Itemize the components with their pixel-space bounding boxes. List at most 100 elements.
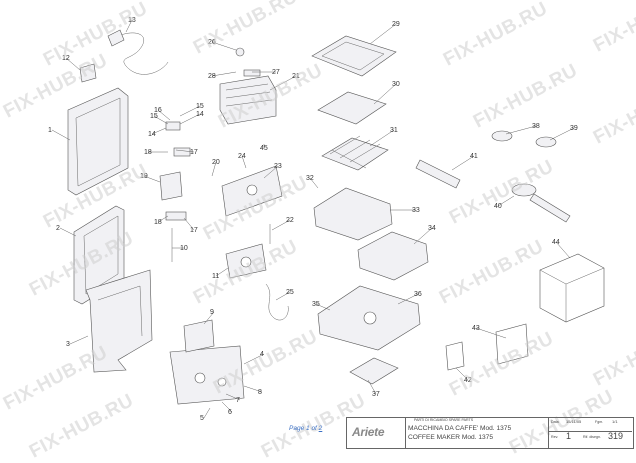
- leader-line-19: [143, 175, 161, 183]
- part-number-39: 39: [570, 125, 578, 132]
- leader-line-44: [555, 241, 571, 259]
- part-number-21: 21: [292, 73, 300, 80]
- part-number-9: 9: [210, 309, 214, 316]
- leader-line-30: [373, 83, 397, 105]
- brand-logo: Ariete: [352, 425, 385, 439]
- part-number-36: 36: [414, 291, 422, 298]
- pager-total[interactable]: 2: [318, 425, 323, 432]
- leader-line-6: [221, 401, 233, 413]
- part-number-17: 17: [190, 149, 198, 156]
- title-block-header: PARTI DI RICAMBIO SPARE PARTS: [414, 418, 474, 422]
- part-number-14: 14: [196, 111, 204, 118]
- part-number-6: 6: [228, 409, 232, 416]
- leader-line-24: [241, 155, 247, 169]
- leader-line-17: [175, 149, 195, 153]
- part-41-tamper: [415, 159, 461, 189]
- part-number-22: 22: [286, 217, 294, 224]
- part-42-manual: [445, 341, 465, 371]
- part-19-pump: [159, 171, 183, 201]
- leader-line-36: [397, 293, 419, 305]
- part-number-35: 35: [312, 301, 320, 308]
- part-number-20: 20: [212, 159, 220, 166]
- part-number-38: 38: [532, 123, 540, 130]
- title-it: MACCHINA DA CAFFE' Mod. 1375: [408, 425, 512, 432]
- date-value: 15/11/05: [566, 419, 582, 424]
- leader-line-20: [211, 161, 217, 177]
- leader-line-5: [203, 407, 211, 419]
- part-40-portafilter: [511, 183, 571, 223]
- sheet-label: Fgm.: [595, 420, 604, 424]
- part-number-16: 16: [154, 107, 162, 114]
- part-33-drip-tray: [313, 187, 393, 241]
- leader-line-1: [51, 129, 71, 141]
- leader-line-25: [275, 291, 291, 301]
- part-4-housing: [169, 345, 245, 405]
- leader-line-41: [451, 155, 475, 171]
- part-number-4: 4: [260, 351, 264, 358]
- part-25-wire: [265, 283, 289, 321]
- leader-line-35: [315, 303, 331, 311]
- part-30-tray: [317, 91, 387, 125]
- leader-line-21: [269, 75, 297, 91]
- leader-line-28: [211, 71, 237, 77]
- part-36-base: [317, 285, 421, 351]
- part-21-boiler: [219, 75, 277, 125]
- leader-line-34: [413, 227, 433, 245]
- part-number-18: 18: [144, 149, 152, 156]
- part-number-15: 15: [150, 113, 158, 120]
- part-number-30: 30: [392, 81, 400, 88]
- part-number-19: 19: [140, 173, 148, 180]
- part-number-24: 24: [238, 153, 246, 160]
- ref-label: Rif. disegn.: [583, 435, 601, 439]
- leader-line-15: [179, 105, 201, 117]
- leader-line-37: [367, 379, 377, 395]
- ref-value: 319: [608, 431, 624, 441]
- pager-prefix: Page: [289, 425, 305, 432]
- part-number-25: 25: [286, 289, 294, 296]
- part-number-31: 31: [390, 127, 398, 134]
- title-en: COFFEE MAKER Mod. 1375: [408, 434, 494, 441]
- part-number-40: 40: [494, 203, 502, 210]
- leader-line-14: [179, 113, 201, 125]
- part-44-box: [539, 253, 605, 323]
- parts-26-28-cluster: [235, 47, 261, 77]
- part-number-10: 10: [180, 245, 188, 252]
- part-29-lid: [311, 35, 397, 77]
- leader-line-42: [455, 367, 469, 381]
- leader-line-9: [203, 311, 215, 325]
- leader-line-16: [157, 109, 171, 121]
- part-38-filter: [491, 130, 513, 142]
- part-number-33: 33: [412, 207, 420, 214]
- title-block-meta-cell: [548, 417, 634, 449]
- leader-line-39: [549, 127, 575, 141]
- leader-line-38: [505, 125, 537, 135]
- leader-line-2: [59, 227, 77, 237]
- part-number-2: 2: [56, 225, 60, 232]
- part-number-12: 12: [62, 55, 70, 62]
- part-11-gasket: [225, 243, 267, 279]
- pager-of: of: [311, 425, 317, 432]
- part-31-grid: [321, 135, 389, 171]
- part-number-11: 11: [212, 273, 219, 280]
- part-number-29: 29: [392, 21, 400, 28]
- part-number-17: 17: [190, 227, 198, 234]
- title-block-brand-cell: [346, 417, 406, 449]
- leader-line-26: [211, 41, 237, 51]
- leader-line-31: [369, 129, 395, 147]
- leader-line-11: [215, 267, 229, 277]
- page-indicator[interactable]: Page 1 of 2: [289, 425, 322, 432]
- part-number-41: 41: [470, 153, 478, 160]
- part-number-23: 23: [274, 163, 282, 170]
- part-number-43: 43: [472, 325, 480, 332]
- part-number-34: 34: [428, 225, 436, 232]
- part-number-42: 42: [464, 377, 472, 384]
- rev-value: 1: [566, 431, 572, 441]
- part-3-base-frame: [85, 269, 153, 373]
- leader-line-3: [69, 335, 89, 345]
- part-number-45: 45: [260, 145, 268, 152]
- leader-line-17: [183, 217, 195, 231]
- part-43-inner-box: [495, 323, 529, 365]
- title-block-meta-divider: [548, 431, 632, 432]
- rev-label: Rev.: [551, 435, 559, 439]
